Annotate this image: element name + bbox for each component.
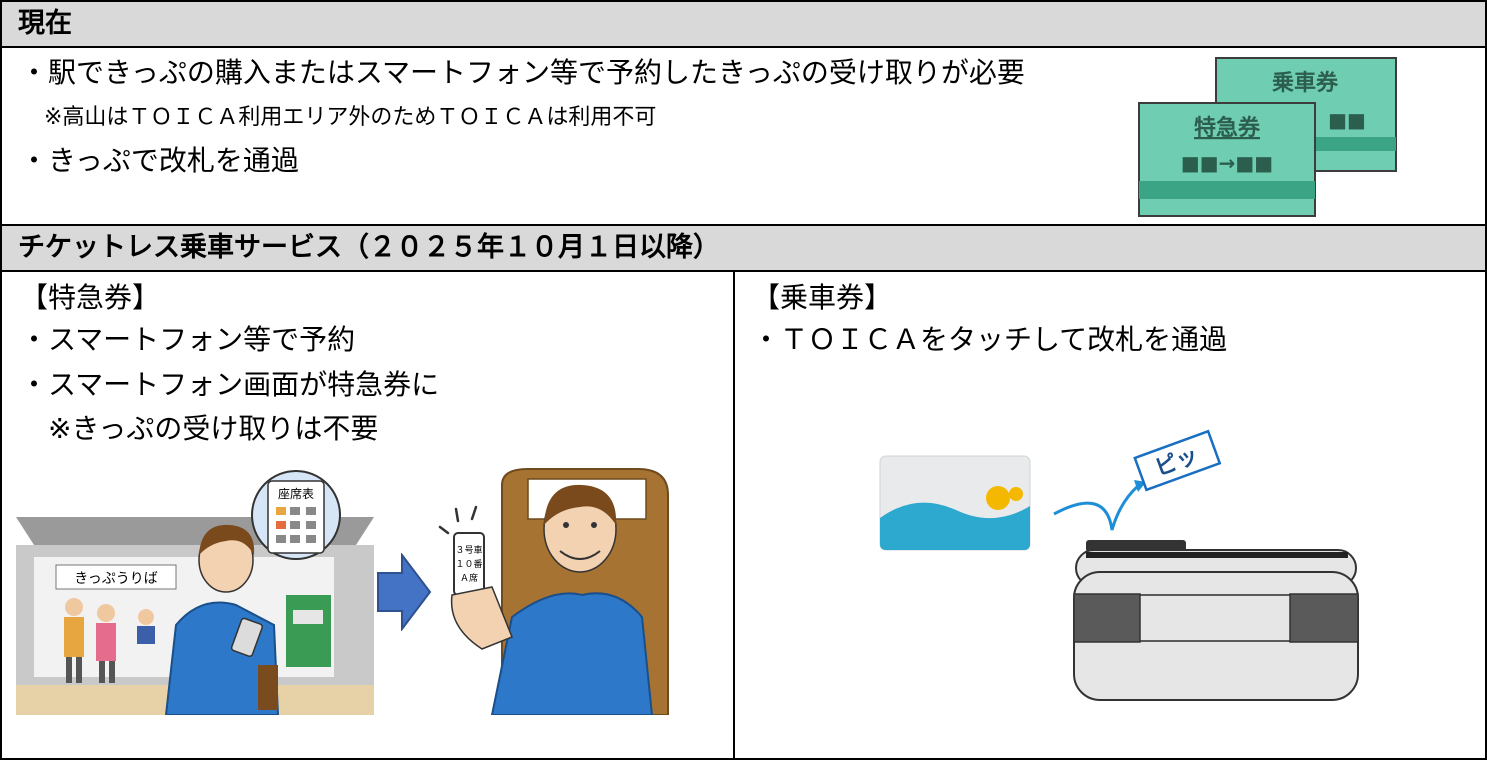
border-section-divider [0,224,1487,226]
phone-line-1: ３号車 [455,544,482,556]
fare-bullet-touch: ・ＴＯＩＣＡをタッチして改札を通過 [752,323,1228,356]
toica-card [879,455,1031,551]
bubble-label: 座席表 [278,486,314,501]
express-note-no-pickup: ※きっぷの受け取りは不要 [48,412,379,445]
ticket-front: 特急券 ■■→■■ [1138,102,1316,217]
seat-map-bubble: 座席表 [251,470,341,560]
current-note-toica: ※高山はＴＯＩＣＡ利用エリア外のためＴＯＩＣＡは利用不可 [44,105,657,130]
sparkle-lines [438,505,478,535]
border-top [0,0,1487,2]
border-bottom [0,758,1487,760]
ticketless-header: チケットレス乗車サービス（２０２５年１０月１日以降） [2,226,1485,270]
smartphone-ticket: ３号車 １０番 Ａ席 [453,532,485,596]
transition-arrow [377,553,432,631]
phone-line-3: Ａ席 [460,572,478,584]
ticket-gate-reader [1073,540,1359,701]
ticket-back-mark: ■■ [1328,108,1366,132]
paper-ticket-illustration: 乗車券 ■■ 特急券 ■■→■■ [1138,57,1397,217]
express-bullet-screen: ・スマートフォン画面が特急券に [20,368,440,401]
booth-sign: きっぷうりば [74,571,157,587]
beep-sound-effect: ピッ [1133,429,1222,492]
border-header1-bottom [0,46,1487,48]
station-booth-illustration: きっぷうりば 座席表 [16,465,374,715]
ticket-front-route: ■■→■■ [1181,151,1273,175]
person-left [64,598,155,683]
express-bullet-reserve: ・スマートフォン等で予約 [20,323,356,356]
man-with-phone [164,524,280,715]
border-left [0,0,2,760]
border-header2-bottom [0,270,1487,272]
express-ticket-title: 【特急券】 [20,281,161,314]
current-header-text: 現在 [18,8,72,39]
ticket-back-label: 乗車券 [1272,70,1339,96]
ticket-front-label: 特急券 [1194,115,1261,141]
toica-gate-illustration: ピッ [879,429,1359,701]
fare-ticket-title: 【乗車券】 [752,281,893,314]
ticketless-header-text: チケットレス乗車サービス（２０２５年１０月１日以降） [18,232,720,263]
current-header: 現在 [2,2,1485,46]
border-column-divider [733,270,735,760]
seated-man-illustration: ３号車 １０番 Ａ席 [438,468,669,715]
phone-line-2: １０番 [455,558,482,570]
border-right [1485,0,1487,760]
current-bullet-gate: ・きっぷで改札を通過 [20,144,299,177]
current-bullet-purchase: ・駅できっぷの購入またはスマートフォン等で予約したきっぷの受け取りが必要 [20,56,1025,89]
